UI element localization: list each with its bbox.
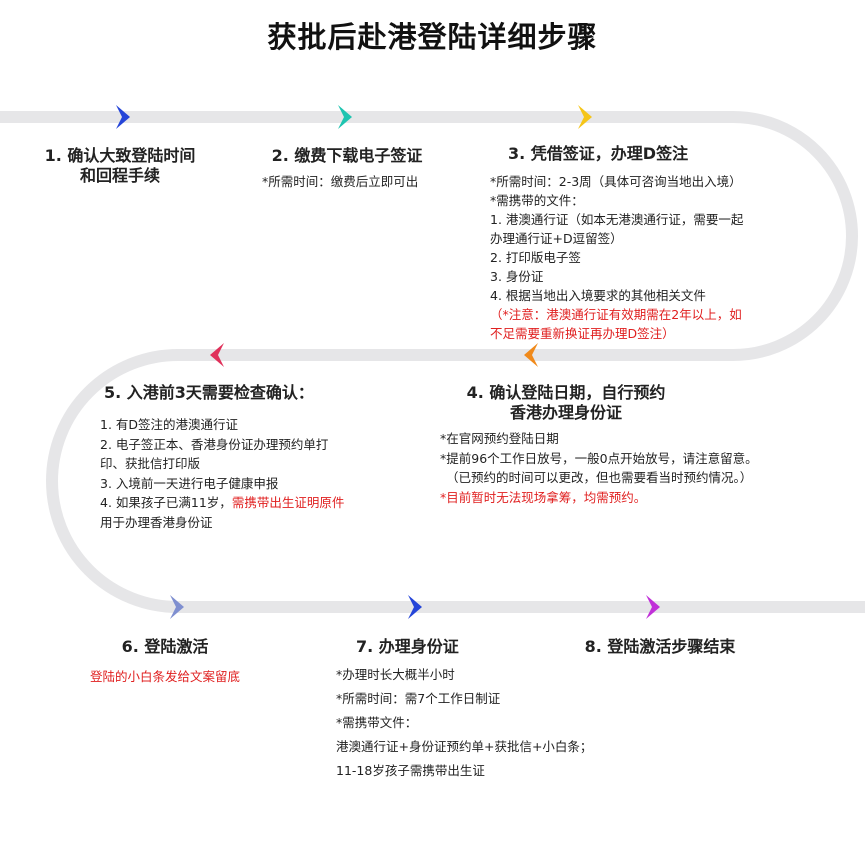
step-2: 2. 缴费下载电子签证 *所需时间：缴费后立即可出 — [262, 146, 482, 191]
step-3-line: *需携带的文件： — [490, 193, 584, 208]
step-7-title: 7. 办理身份证 — [356, 637, 459, 656]
step-3-note: 不足需要重新换证再办理D签注） — [490, 326, 675, 341]
step-8-title: 8. 登陆激活步骤结束 — [584, 637, 736, 656]
step-4-line: （已预约的时间可以更改，但也需要看当时预约情况。） — [446, 470, 753, 485]
step-3: 3. 凭借签证，办理D签注 *所需时间：2-3周（具体可咨询当地出入境） *需携… — [490, 144, 820, 343]
chevron-icon-step-5 — [210, 343, 224, 367]
step-7-line: 港澳通行证+身份证预约单+获批信+小白条； — [336, 739, 593, 754]
step-7-line: *办理时长大概半小时 — [336, 667, 455, 682]
step-3-title: 3. 凭借签证，办理D签注 — [508, 144, 689, 163]
step-7-line: *所需时间：需7个工作日制证 — [336, 691, 501, 706]
route-path — [0, 111, 865, 613]
step-3-line: 2. 打印版电子签 — [490, 250, 581, 265]
step-1: 1. 确认大致登陆时间 和回程手续 — [20, 146, 220, 186]
chevron-icon-step-1 — [116, 105, 130, 129]
chevron-icon-step-2 — [338, 105, 352, 129]
step-4-title-line: 4. 确认登陆日期，自行预约 — [466, 383, 666, 402]
step-7-line: *需携带文件： — [336, 715, 418, 730]
step-6-note: 登陆的小白条发给文案留底 — [89, 669, 240, 684]
page-title: 获批后赴港登陆详细步骤 — [267, 20, 598, 54]
step-5-line: 印、获批信打印版 — [100, 456, 201, 471]
step-6: 6. 登陆激活 登陆的小白条发给文案留底 — [60, 637, 270, 686]
step-5-line: 用于办理香港身份证 — [100, 514, 213, 530]
chevron-icon-step-6 — [170, 595, 184, 619]
step-4-line: *提前96个工作日放号，一般0点开始放号，请注意留意。 — [440, 450, 758, 466]
chevron-icon-step-7 — [408, 595, 422, 619]
step-5-title: 5. 入港前3天需要检查确认： — [104, 383, 314, 402]
step-3-line: *所需时间：2-3周（具体可咨询当地出入境） — [490, 174, 742, 189]
step-4: 4. 确认登陆日期，自行预约 香港办理身份证 *在官网预约登陆日期 *提前96个… — [440, 383, 862, 507]
step-1-title-line: 1. 确认大致登陆时间 — [44, 146, 196, 165]
step-4-note: *目前暂时无法现场拿筹，均需预约。 — [440, 489, 647, 505]
chevron-icon-step-8 — [646, 595, 660, 619]
step-3-line: 办理通行证+D逗留签） — [490, 231, 623, 246]
step-2-title: 2. 缴费下载电子签证 — [271, 146, 423, 165]
step-3-line: 3. 身份证 — [490, 269, 544, 284]
step-2-detail: *所需时间：缴费后立即可出 — [262, 174, 419, 189]
step-5-line-4: 4. 如果孩子已满11岁， — [100, 495, 232, 510]
step-4-title-line: 香港办理身份证 — [509, 403, 622, 422]
step-4-line: *在官网预约登陆日期 — [440, 431, 559, 446]
step-5-line: 4. 如果孩子已满11岁，需携带出生证明原件 — [100, 493, 420, 513]
step-5-line: 1. 有D签注的港澳通行证 — [100, 417, 239, 432]
step-3-line: 4. 根据当地出入境要求的其他相关文件 — [490, 288, 706, 303]
step-5-line: 3. 入境前一天进行电子健康申报 — [100, 475, 279, 491]
step-3-line: 1. 港澳通行证（如本无港澳通行证，需要一起 — [490, 212, 744, 227]
step-3-note: （*注意：港澳通行证有效期需在2年以上，如 — [490, 307, 742, 322]
chevron-icon-step-4 — [524, 343, 538, 367]
step-6-title: 6. 登陆激活 — [121, 637, 209, 656]
chevron-icon-step-3 — [578, 105, 592, 129]
step-7-line: 11-18岁孩子需携带出生证 — [336, 763, 485, 778]
step-7: 7. 办理身份证 *办理时长大概半小时 *所需时间：需7个工作日制证 *需携带文… — [336, 637, 626, 783]
step-1-title-line: 和回程手续 — [79, 166, 160, 185]
step-5-line: 2. 电子签正本、香港身份证办理预约单打 — [100, 436, 329, 452]
step-5-line-4-note: 需携带出生证明原件 — [231, 495, 345, 510]
step-8: 8. 登陆激活步骤结束 — [560, 637, 760, 657]
step-5: 5. 入港前3天需要检查确认： 1. 有D签注的港澳通行证 2. 电子签正本、香… — [100, 383, 420, 532]
